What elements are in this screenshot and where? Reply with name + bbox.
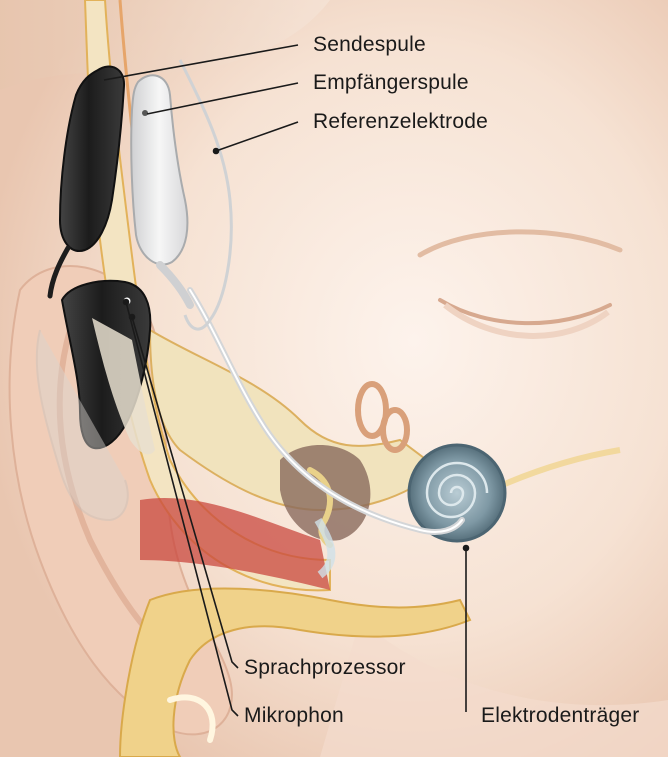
label-sendespule: Sendespule [313, 33, 426, 57]
leader-dot-referenzelektrode [214, 149, 219, 154]
leader-dot-mikrophon [124, 300, 129, 305]
receiver-coil-marker [142, 110, 148, 116]
leader-dot-elektrodentraeger [464, 546, 469, 551]
label-sprachprozessor: Sprachprozessor [244, 656, 406, 680]
label-empfaengerspule: Empfängerspule [313, 71, 469, 95]
label-elektrodentraeger: Elektrodenträger [481, 704, 639, 728]
label-referenzelektrode: Referenzelektrode [313, 110, 488, 134]
label-mikrophon: Mikrophon [244, 704, 344, 728]
